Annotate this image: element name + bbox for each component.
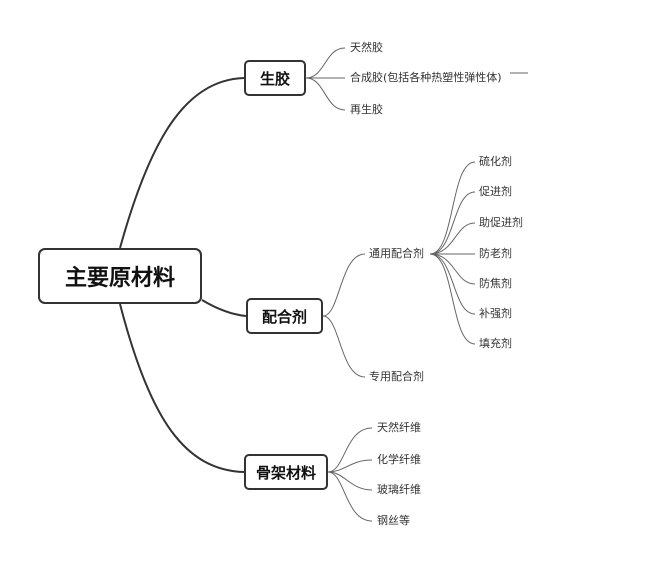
leaf-co-accelerator: 助促进剂 bbox=[479, 216, 523, 229]
leaf-natural-fiber: 天然纤维 bbox=[377, 421, 421, 434]
node-general-compounding: 通用配合剂 bbox=[369, 247, 424, 260]
leaf-accelerator: 促进剂 bbox=[479, 185, 512, 198]
link-comp-general bbox=[322, 253, 366, 317]
leaf-antioxidant: 防老剂 bbox=[479, 247, 512, 260]
leaf-filler: 填充剂 bbox=[479, 337, 512, 350]
node-raw-rubber: 生胶 bbox=[244, 60, 306, 96]
leaf-chemical-fiber: 化学纤维 bbox=[377, 453, 421, 466]
node-special-compounding: 专用配合剂 bbox=[369, 370, 424, 383]
leaf-anti-scorch: 防焦剂 bbox=[479, 277, 512, 290]
link-root-skeleton bbox=[119, 303, 245, 473]
leaf-glass-fiber: 玻璃纤维 bbox=[377, 483, 421, 496]
leaf-synthetic-rubber: 合成胶(包括各种热塑性弹性体) bbox=[350, 71, 502, 84]
leaf-steel-wire: 钢丝等 bbox=[377, 514, 410, 527]
link-raw-1 bbox=[305, 47, 346, 79]
root-node: 主要原材料 bbox=[38, 248, 202, 304]
leaf-vulcanizing-agent: 硫化剂 bbox=[479, 155, 512, 168]
node-compounding-agents: 配合剂 bbox=[246, 298, 323, 334]
link-root-compounding bbox=[201, 299, 247, 317]
link-comp-special bbox=[322, 315, 366, 378]
leaf-reinforcing-agent: 补强剂 bbox=[479, 307, 512, 320]
leaf-natural-rubber: 天然胶 bbox=[350, 41, 383, 54]
leaf-reclaimed-rubber: 再生胶 bbox=[350, 103, 383, 116]
node-skeleton-materials: 骨架材料 bbox=[244, 454, 328, 490]
link-root-raw-rubber bbox=[119, 77, 245, 249]
link-raw-3 bbox=[305, 77, 346, 111]
